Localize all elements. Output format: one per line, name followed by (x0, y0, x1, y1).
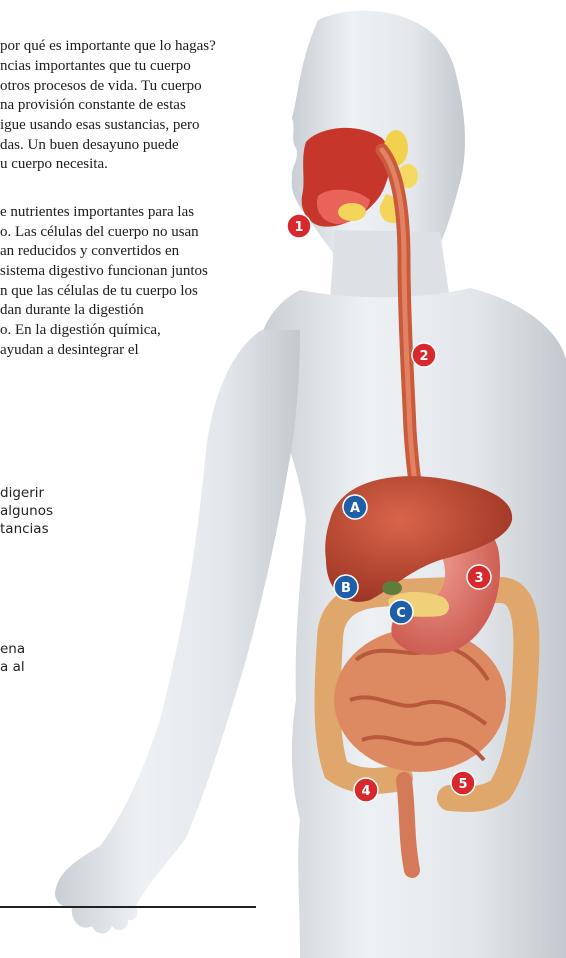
marker-4-label: 4 (361, 784, 370, 799)
text-line: tancias (0, 520, 49, 538)
text-line: ena (0, 640, 25, 658)
text-line: ncias importantes que tu cuerpo (0, 57, 191, 76)
marker-C: C (389, 600, 413, 624)
marker-C-label: C (396, 606, 406, 621)
text-line: sistema digestivo funcionan juntos (0, 262, 208, 281)
text-line: o. Las células del cuerpo no usan (0, 223, 199, 242)
marker-4: 4 (354, 778, 378, 802)
text-line: o. En la digestión química, (0, 321, 161, 340)
text-line: algunos (0, 502, 53, 520)
text-line: dan durante la digestión (0, 301, 144, 320)
marker-5: 5 (451, 771, 475, 795)
marker-1-label: 1 (294, 220, 303, 235)
marker-2: 2 (412, 343, 436, 367)
text-line: a al (0, 658, 25, 676)
marker-A-label: A (350, 501, 360, 516)
text-line: igue usando esas sustancias, pero (0, 116, 200, 135)
text-line: por qué es importante que lo hagas? (0, 37, 216, 56)
text-line: das. Un buen desayuno puede (0, 136, 179, 155)
marker-2-label: 2 (419, 349, 428, 364)
text-line: na provisión constante de estas (0, 96, 186, 115)
text-line: an reducidos y convertidos en (0, 242, 179, 261)
marker-5-label: 5 (458, 777, 467, 792)
marker-3-label: 3 (474, 571, 483, 586)
marker-B: B (334, 575, 358, 599)
text-line: otros procesos de vida. Tu cuerpo (0, 77, 202, 96)
text-line: digerir (0, 484, 44, 502)
text-line: e nutrientes importantes para las (0, 203, 194, 222)
divider-line (0, 906, 256, 908)
marker-A: A (343, 495, 367, 519)
marker-B-label: B (341, 581, 351, 596)
marker-1: 1 (287, 214, 311, 238)
text-line: n que las células de tu cuerpo los (0, 282, 198, 301)
text-line: u cuerpo necesita. (0, 155, 108, 174)
gallbladder (382, 581, 402, 595)
marker-3: 3 (467, 565, 491, 589)
text-line: ayudan a desintegrar el (0, 341, 139, 360)
